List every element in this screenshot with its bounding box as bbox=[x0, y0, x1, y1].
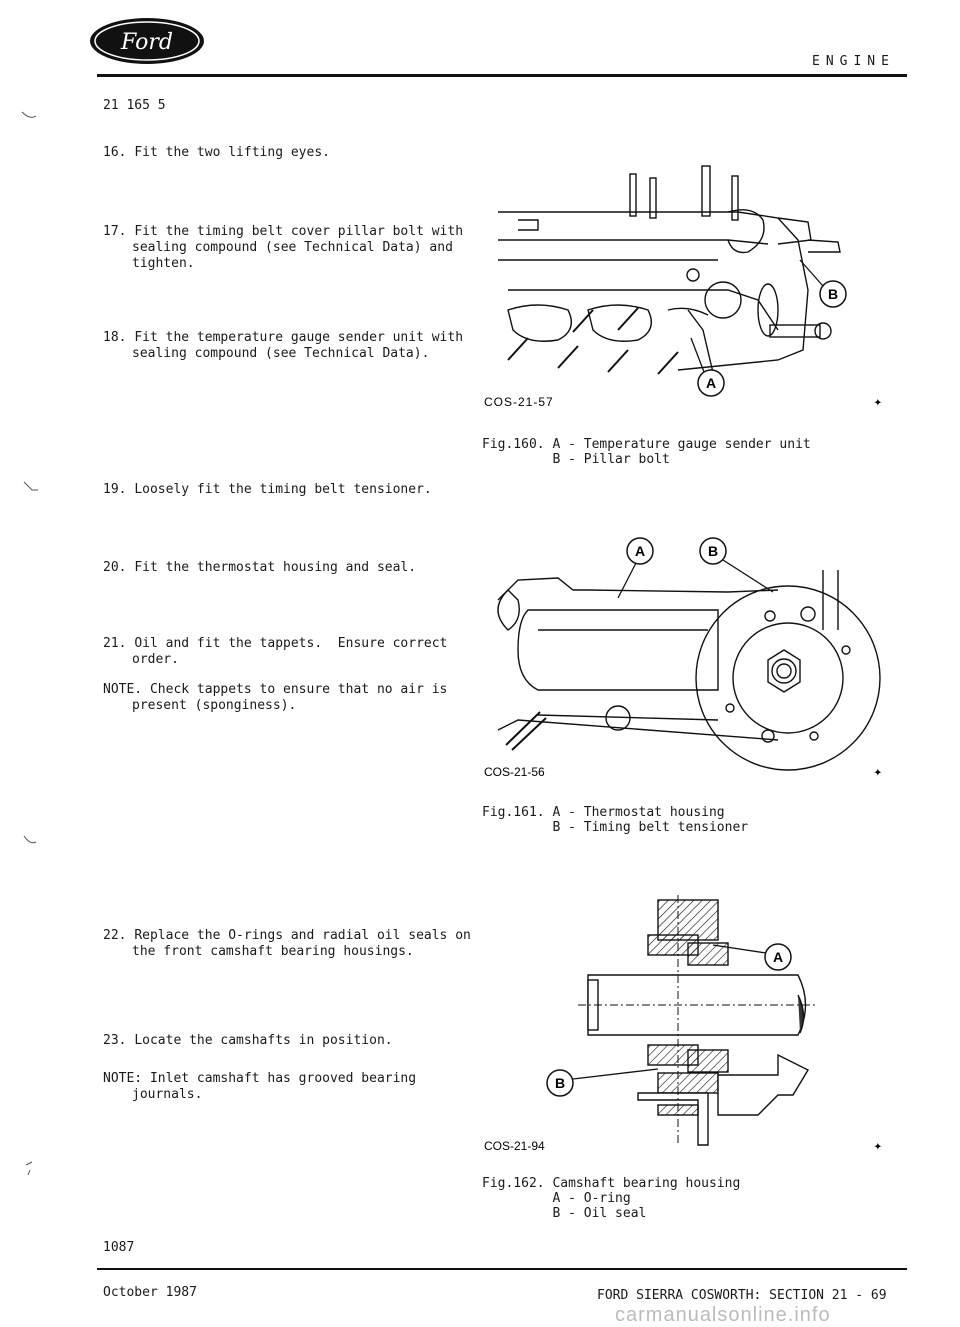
callout-b: B bbox=[828, 286, 838, 302]
step-23: 23. Locate the camshafts in position. bbox=[103, 1033, 393, 1048]
figure-160-caption: Fig.160. A - Temperature gauge sender un… bbox=[482, 437, 811, 467]
step-20: 20. Fit the thermostat housing and seal. bbox=[103, 560, 417, 575]
step-16: 16. Fit the two lifting eyes. bbox=[103, 145, 330, 160]
note-tappets: NOTE. Check tappets to ensure that no ai… bbox=[103, 682, 448, 713]
ford-logo: Ford bbox=[90, 18, 204, 64]
figure-162-illustration: A B COS-21-94 ✦ bbox=[484, 895, 883, 1154]
callout-a: A bbox=[706, 375, 716, 391]
callout-b: B bbox=[708, 543, 718, 559]
figure-162-caption: Fig.162. Camshaft bearing housing A - O-… bbox=[482, 1176, 741, 1221]
footer-title: FORD SIERRA COSWORTH: SECTION 21 - 69 bbox=[597, 1288, 887, 1303]
figure-160-illustration: B A COS-21-57 ✦ bbox=[484, 165, 883, 410]
step-22: 22. Replace the O-rings and radial oil s… bbox=[103, 928, 471, 959]
figure-code: COS-21-57 bbox=[484, 395, 554, 409]
figure-161-illustration: A B COS-21-56 ✦ bbox=[484, 537, 883, 780]
step-19: 19. Loosely fit the timing belt tensione… bbox=[103, 482, 432, 497]
orientation-mark: ✦ bbox=[874, 394, 883, 410]
logo-text: Ford bbox=[120, 30, 173, 55]
figure-code: COS-21-94 bbox=[484, 1139, 545, 1153]
callout-a: A bbox=[773, 949, 783, 965]
watermark: carmanualsonline.info bbox=[615, 1304, 831, 1326]
footer-rule bbox=[97, 1268, 907, 1270]
note-camshaft: NOTE: Inlet camshaft has grooved bearing… bbox=[103, 1071, 417, 1102]
section-title: ENGINE bbox=[812, 54, 895, 69]
callout-b: B bbox=[555, 1075, 565, 1091]
footer-date: October 1987 bbox=[103, 1285, 197, 1300]
header-rule bbox=[97, 74, 907, 77]
orientation-mark: ✦ bbox=[874, 1138, 883, 1154]
step-17: 17. Fit the timing belt cover pillar bol… bbox=[103, 224, 464, 271]
page-number: 1087 bbox=[103, 1240, 135, 1255]
step-18: 18. Fit the temperature gauge sender uni… bbox=[103, 330, 464, 361]
step-21: 21. Oil and fit the tappets. Ensure corr… bbox=[103, 636, 448, 667]
figure-161-caption: Fig.161. A - Thermostat housing B - Timi… bbox=[482, 805, 749, 835]
margin-marks bbox=[21, 111, 38, 1176]
doc-number: 21 165 5 bbox=[103, 98, 166, 113]
callout-a: A bbox=[635, 543, 645, 559]
figure-code: COS-21-56 bbox=[484, 765, 545, 779]
orientation-mark: ✦ bbox=[874, 764, 883, 780]
